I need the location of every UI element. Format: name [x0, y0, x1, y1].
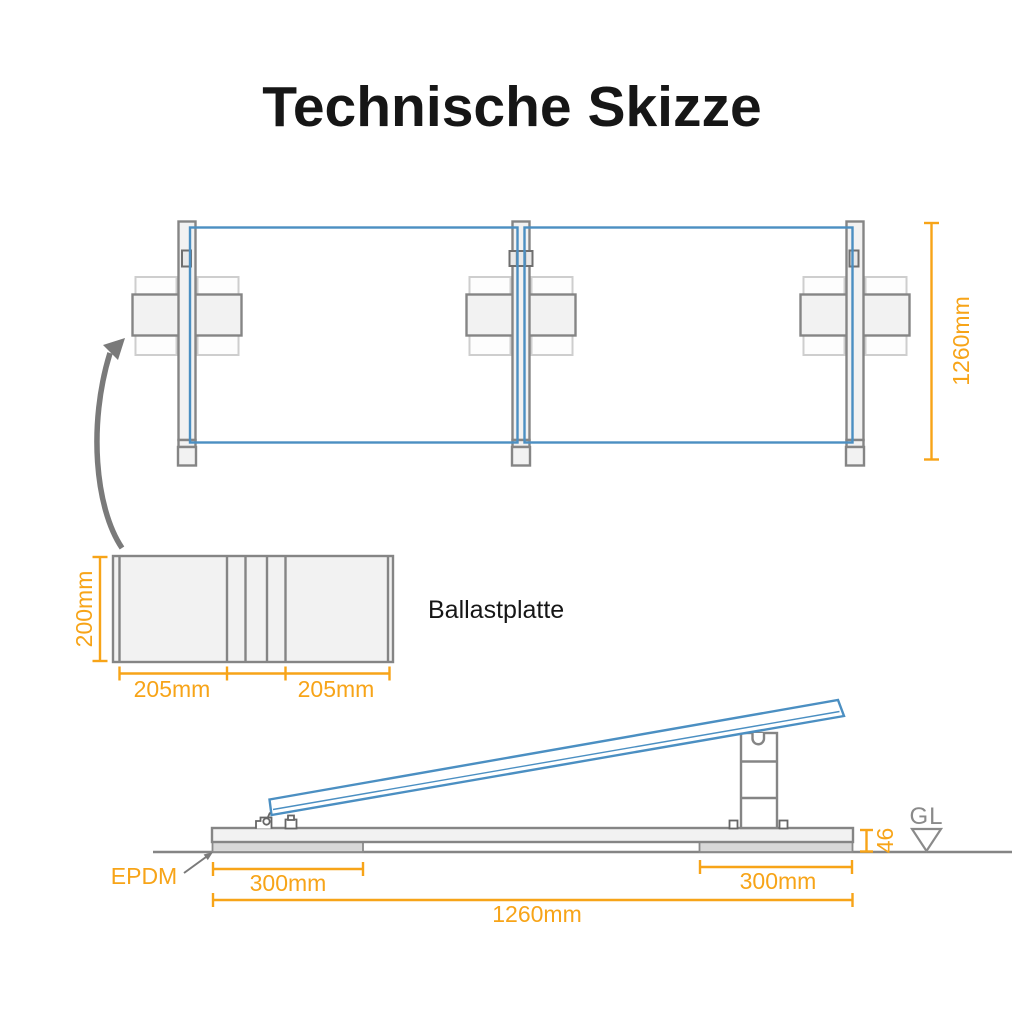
epdm-pad-right	[698, 841, 854, 853]
module-mid-clamp	[508, 250, 534, 267]
rear-support-post	[728, 731, 789, 830]
post-foot	[728, 819, 739, 830]
curved-callout-arrow	[94, 338, 125, 550]
dimension-pad-right: 300mm	[698, 860, 854, 894]
epdm-callout: EPDM	[111, 852, 213, 889]
epdm-pointer-line	[183, 856, 207, 874]
dimension-label-plate-height: 200mm	[71, 571, 97, 648]
dimension-pad-left: 300mm	[211, 862, 365, 896]
dimension-profile-height: 46	[860, 828, 898, 854]
rail-foot	[176, 445, 198, 467]
ground-level-label: GL	[909, 803, 943, 830]
dimension-label-right-half: 205mm	[298, 676, 375, 702]
page-title: Technische Skizze	[262, 75, 762, 139]
side-view: EPDM 300mm 300mm	[111, 698, 1012, 927]
rail-foot	[844, 445, 866, 467]
rail-assembly-right	[799, 220, 911, 467]
ground-level-triangle-icon	[909, 827, 944, 853]
dimension-plate-width: 205mm 205mm	[118, 666, 391, 702]
rail-assembly-left	[131, 220, 243, 467]
panel-frame-line	[272, 710, 840, 811]
plan-view: 1260mm	[94, 220, 974, 550]
post-foot	[778, 819, 789, 830]
rail-assembly-middle	[465, 220, 577, 467]
hinge-pivot	[262, 817, 271, 826]
ballast-plate-detail: 200mm 205mm 205mm Ballastplatte	[71, 554, 564, 702]
epdm-pointer-head	[203, 852, 213, 861]
module-clamp	[848, 249, 860, 268]
solar-panel-side	[268, 698, 846, 817]
dimension-label-module-depth: 1260mm	[948, 296, 974, 385]
clamp-bolt	[287, 814, 295, 821]
dimension-plate-height: 200mm	[71, 555, 108, 663]
rail-foot	[510, 445, 532, 467]
ballast-plate-label: Ballastplatte	[428, 596, 564, 624]
dimension-label-total-length: 1260mm	[492, 901, 581, 927]
ground-level-symbol: GL	[909, 803, 944, 853]
dimension-total-length: 1260mm	[211, 893, 854, 927]
solar-module-outline-left	[188, 226, 519, 444]
dimension-module-depth: 1260mm	[924, 221, 974, 461]
ballast-plate-front	[111, 554, 395, 664]
post-body	[739, 731, 779, 830]
dimension-label-profile-height: 46	[872, 828, 898, 854]
base-rail-side	[210, 826, 855, 844]
front-hinge-hardware	[255, 812, 298, 830]
dimension-label-pad-left: 300mm	[250, 870, 327, 896]
dimension-label-left-half: 205mm	[134, 676, 211, 702]
solar-module-outline-right	[523, 226, 854, 444]
arrowhead	[103, 338, 125, 360]
dimension-label-pad-right: 300mm	[740, 868, 817, 894]
epdm-label: EPDM	[111, 863, 177, 889]
post-top-slot	[751, 733, 766, 746]
epdm-pad-left	[211, 841, 364, 853]
